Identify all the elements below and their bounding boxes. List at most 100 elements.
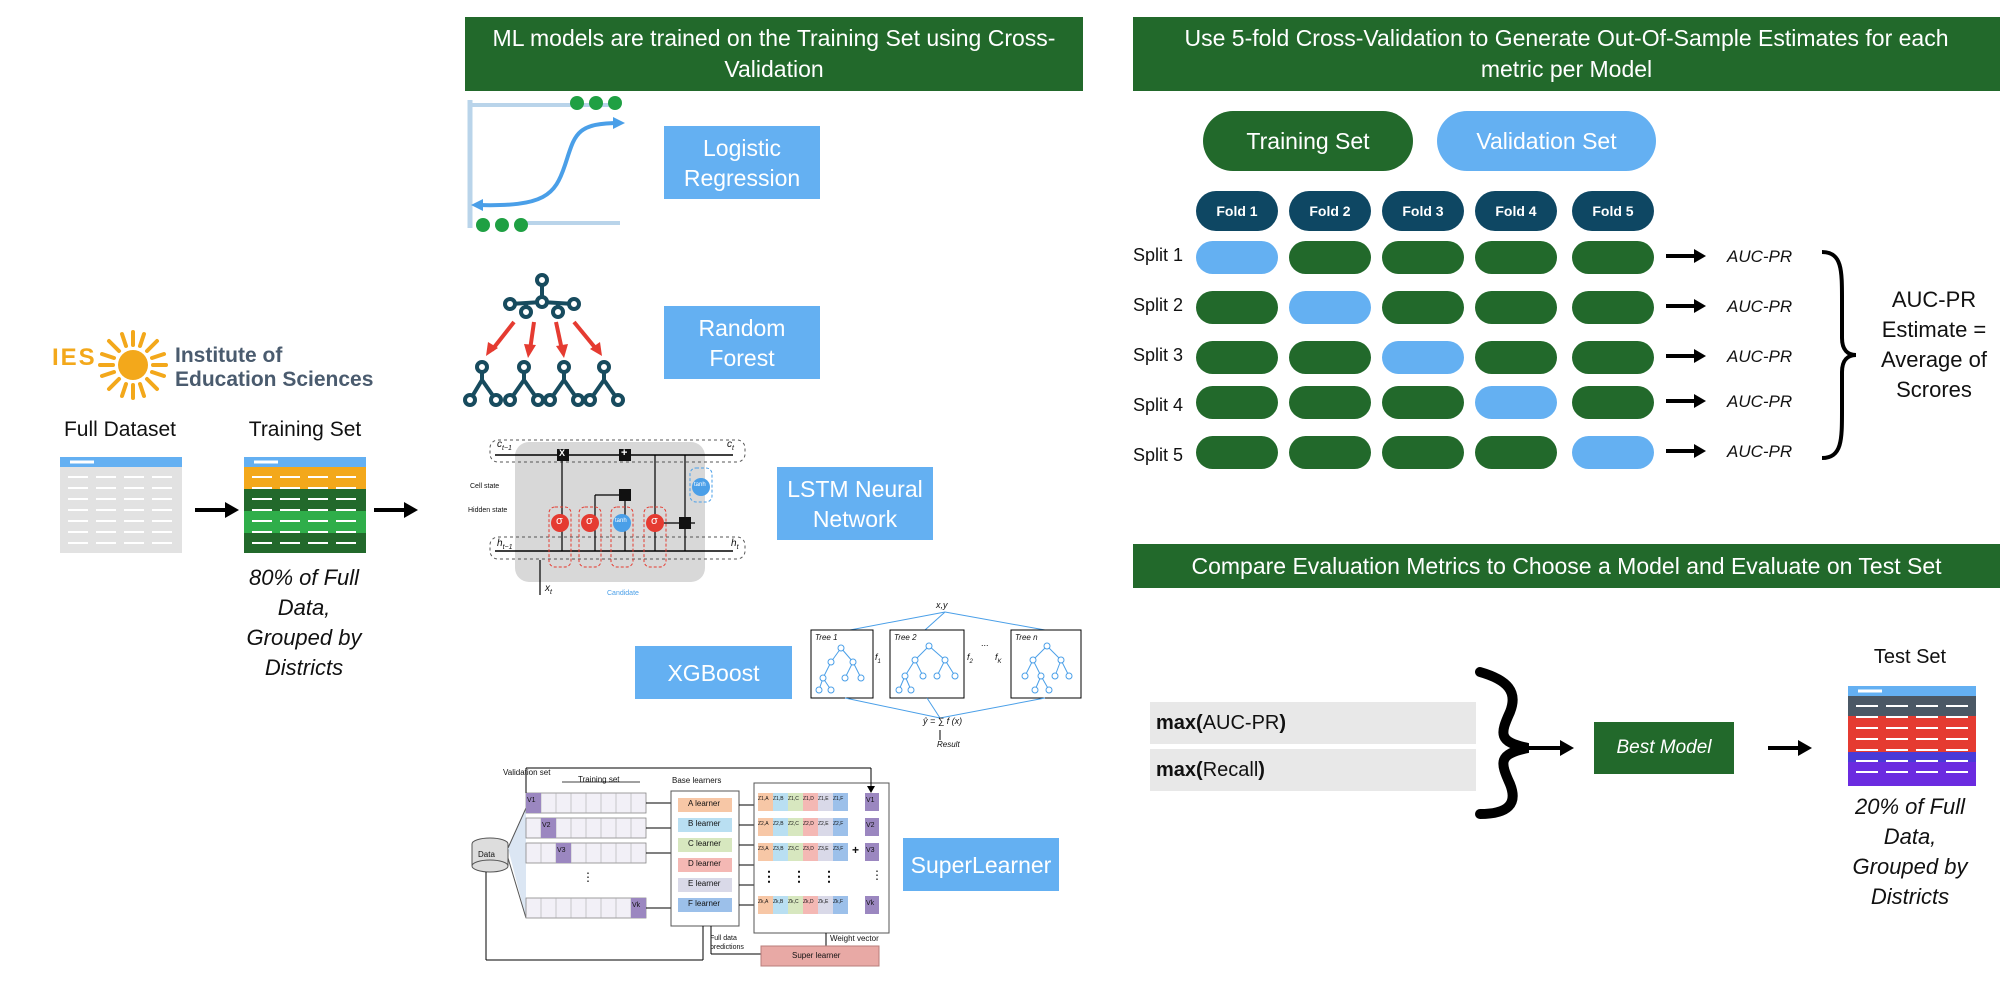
training-fold-pill	[1196, 436, 1278, 469]
best-model-box: Best Model	[1594, 722, 1734, 774]
sl-ellipsis-grid-2: ⋮	[792, 868, 806, 884]
fold-3: Fold 3	[1382, 191, 1464, 231]
model-superlearner: SuperLearner	[903, 838, 1059, 891]
sl-z-cell: Z2,F	[833, 821, 844, 827]
training-fold-pill	[1572, 341, 1654, 374]
sun-icon	[98, 330, 168, 400]
model-xgboost: XGBoost	[635, 646, 792, 699]
logo-line-1: Institute of	[175, 344, 283, 367]
sl-z-cell: Z1,C	[788, 796, 799, 802]
sl-v3: V3	[557, 847, 566, 854]
curly-brace-icon	[1821, 250, 1857, 460]
split-label-3: Split 3	[1133, 345, 1184, 365]
sl-z-cell: Zk,B	[773, 899, 784, 905]
sl-ellipsis-grid-4: ⋮	[871, 868, 883, 882]
training-fold-pill	[1196, 291, 1278, 324]
sl-v-right-1: V1	[866, 797, 875, 804]
sl-super-learner: Super learner	[792, 951, 841, 960]
sl-z-cell: Z1,A	[758, 796, 769, 802]
lstm-sigma-2: σ	[586, 515, 593, 527]
validation-fold-pill	[1196, 241, 1278, 274]
model-random-forest: Random Forest	[664, 306, 820, 379]
fold-5: Fold 5	[1572, 191, 1654, 231]
validation-fold-pill	[1382, 341, 1464, 374]
sl-validation-set: Validation set	[503, 768, 551, 777]
validation-fold-pill	[1289, 291, 1371, 324]
sigmoid-curve-icon	[467, 96, 625, 232]
full-dataset-table-icon	[60, 457, 182, 553]
split-label-4: Split 4	[1133, 395, 1184, 415]
lstm-tanh-1: tanh	[615, 518, 627, 524]
training-set-table-icon	[244, 457, 366, 553]
sl-z-cell: Z1,E	[818, 796, 829, 802]
training-fold-pill	[1572, 291, 1654, 324]
split-result-2: AUC-PR	[1727, 297, 1793, 316]
legend-training-set: Training Set	[1203, 111, 1413, 171]
training-fold-pill	[1475, 241, 1557, 274]
split-result-5: AUC-PR	[1727, 442, 1793, 461]
sl-learner-f: F learner	[688, 899, 721, 908]
xgb-tree-2: Tree 2	[894, 633, 917, 642]
fold-4: Fold 4	[1475, 191, 1557, 231]
training-fold-pill	[1289, 341, 1371, 374]
xgboost-diagram: x,y Tree 1 Tree 2 Tree n f1 f2 ... fK ŷ …	[805, 600, 1090, 750]
model-logistic-regression: Logistic Regression	[664, 126, 820, 199]
sl-z-cell: Zk,D	[803, 899, 814, 905]
test-set-note: 20% of Full Data, Grouped by Districts	[1852, 794, 1968, 909]
sl-z-cell: Z1,F	[833, 796, 844, 802]
fold-1: Fold 1	[1196, 191, 1278, 231]
arrow-icon	[374, 502, 418, 518]
xgb-formula: ŷ = ∑ f (x)	[923, 716, 963, 726]
lstm-sigma-3: σ	[651, 515, 658, 527]
sl-data: Data	[478, 850, 495, 859]
training-header: ML models are trained on the Training Se…	[465, 17, 1083, 91]
auc-estimate-text: AUC-PR Estimate = Average of Scrores	[1880, 287, 1987, 402]
training-fold-pill	[1196, 341, 1278, 374]
merge-brace-icon	[1475, 667, 1574, 819]
split-label-2: Split 2	[1133, 295, 1184, 315]
sl-ellipsis-grid-1: ⋮	[762, 868, 776, 884]
sl-z-row-2: Z2,A Z2,B Z2,C Z2,D Z2,E Z2,F	[758, 821, 848, 827]
xgb-input: x,y	[936, 600, 948, 610]
training-fold-pill	[1382, 436, 1464, 469]
training-fold-pill	[1382, 386, 1464, 419]
ies-logo: IES Institute of Education Sciences	[52, 330, 373, 404]
lstm-candidate-label: Candidate	[607, 590, 639, 597]
metric-auc-pr: max(AUC-PR)	[1150, 702, 1476, 744]
lstm-tanh-2: tanh	[694, 482, 706, 488]
validation-fold-pill	[1475, 386, 1557, 419]
split-result-4: AUC-PR	[1727, 392, 1793, 411]
split-label-5: Split 5	[1133, 445, 1184, 465]
sl-full-data-predictions: Full data predictions	[710, 935, 744, 951]
training-fold-pill	[1475, 436, 1557, 469]
sl-learner-e: E learner	[688, 879, 721, 888]
sl-z-cell: Z1,D	[803, 796, 814, 802]
training-set-label: Training Set	[248, 418, 362, 441]
split-result-1: AUC-PR	[1727, 247, 1793, 266]
legend-validation-set: Validation Set	[1437, 111, 1656, 171]
decision-trees-icon	[463, 273, 625, 407]
training-fold-pill	[1572, 386, 1654, 419]
sl-z-cell: Z2,B	[773, 821, 784, 827]
training-fold-pill	[1289, 241, 1371, 274]
lstm-hidden-state-label: Hidden state	[468, 507, 508, 514]
test-set-table-icon	[1848, 686, 1976, 786]
sl-z-cell: Zk,A	[758, 899, 769, 905]
sl-ellipsis-grid-3: ⋮	[822, 868, 836, 884]
test-set-label: Test Set	[1873, 646, 1947, 668]
sl-wires	[471, 767, 890, 967]
full-dataset-label: Full Dataset	[63, 418, 177, 441]
xgb-fk: fK	[995, 652, 1002, 665]
xgb-result: Result	[937, 740, 960, 749]
sl-learner-c: C learner	[688, 839, 721, 848]
sl-z-cell: Z3,E	[818, 846, 829, 852]
sl-v1: V1	[527, 797, 536, 804]
sl-weight-vector: Weight vector	[830, 934, 879, 943]
sl-vk: Vk	[632, 902, 641, 909]
sl-z-cell: Z2,E	[818, 821, 829, 827]
sl-z-cell: Z3,B	[773, 846, 784, 852]
ies-acronym: IES	[52, 344, 97, 371]
training-fold-pill	[1289, 386, 1371, 419]
training-fold-pill	[1475, 291, 1557, 324]
xgb-tree-1: Tree 1	[815, 633, 838, 642]
